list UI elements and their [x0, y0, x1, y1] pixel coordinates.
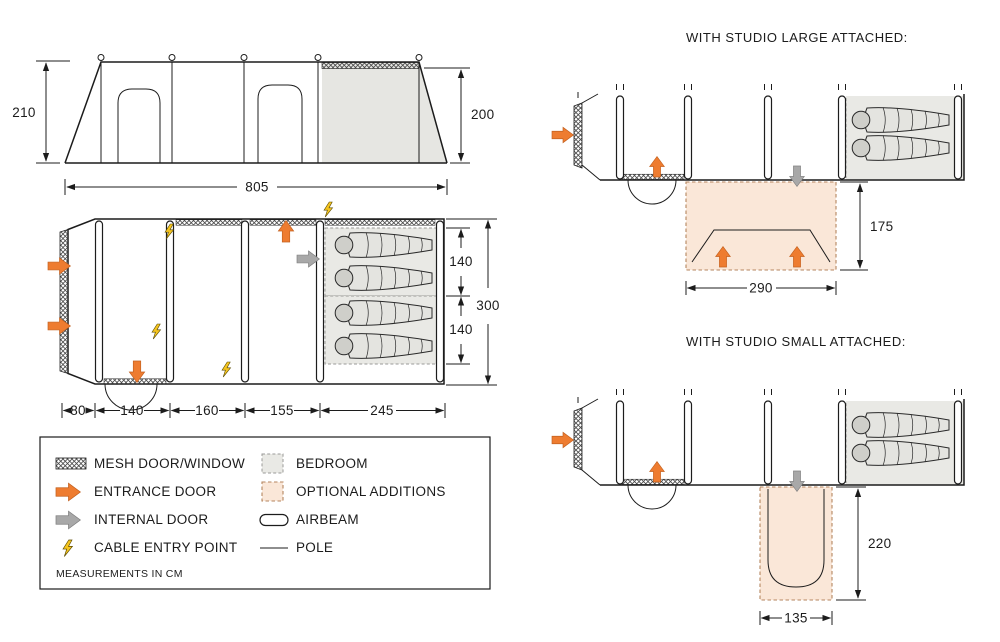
- mesh-window-strip: [621, 478, 685, 485]
- legend-label-mesh: MESH DOOR/WINDOW: [94, 456, 245, 471]
- cut-marks: [577, 84, 962, 98]
- studio-arch-line: [767, 489, 825, 588]
- front-taper-lines: [581, 93, 601, 181]
- dim-section: 140: [120, 403, 143, 418]
- mesh-window-strip: [324, 219, 436, 226]
- dim-ticks: [685, 181, 868, 295]
- studio-small-diagram: WITH STUDIO SMALL ATTACHED: 220 135: [551, 334, 965, 626]
- mesh-swatch-icon: [55, 457, 87, 470]
- studio-small-title: WITH STUDIO SMALL ATTACHED:: [686, 334, 906, 349]
- pole-lines: [100, 62, 420, 163]
- cable-entry-icon: [151, 323, 162, 340]
- entrance-door-arrow-icon: [649, 155, 665, 178]
- side-elevation-view: 210 200 805: [12, 54, 494, 195]
- entrance-door-arc: [627, 484, 677, 510]
- airbeam: [683, 400, 693, 485]
- legend-label-bedroom: BEDROOM: [296, 456, 368, 471]
- dim-section: 160: [195, 403, 218, 418]
- bedroom-swatch-icon: [261, 453, 284, 474]
- dim-bedroom-top: 140: [449, 254, 472, 269]
- mesh-window-strip: [621, 173, 685, 180]
- airbeam: [240, 220, 250, 383]
- entrance-door-arrow-icon: [551, 431, 575, 449]
- airbeam: [837, 400, 847, 485]
- tent-outline: [600, 399, 965, 486]
- entrance-door-arc: [104, 383, 158, 411]
- dim-height-right: 200: [471, 107, 494, 122]
- legend-label-internal: INTERNAL DOOR: [94, 512, 208, 527]
- mesh-front-panel: [59, 228, 69, 375]
- entrance-door-arc: [627, 179, 677, 205]
- airbeam: [615, 400, 625, 485]
- dim-length: 805: [245, 180, 268, 195]
- dim-section: 80: [70, 403, 86, 418]
- entrance-door-arrow-icon: [649, 460, 665, 483]
- dim-ticks: [759, 486, 866, 625]
- studio-large-area: [685, 181, 837, 271]
- dim-ticks: [446, 218, 497, 386]
- legend-label-pole: POLE: [296, 540, 333, 555]
- tent-outline: [600, 94, 965, 181]
- entrance-door-arrow-icon: [551, 126, 575, 144]
- airbeam: [953, 95, 963, 180]
- studio-large-diagram: WITH STUDIO LARGE ATTACHED: 175 290: [551, 30, 965, 296]
- airbeam: [953, 400, 963, 485]
- legend-note: MEASUREMENTS IN CM: [56, 568, 183, 580]
- tent-outline: [64, 61, 448, 164]
- cable-entry-icon: [323, 201, 334, 218]
- front-taper-lines: [581, 398, 601, 486]
- dim-studio-small-depth: 220: [868, 536, 891, 551]
- airbeam: [165, 220, 175, 383]
- studio-small-area: [759, 486, 833, 601]
- main-floorplan: 140 140 300 80 140 160 155 245: [47, 201, 499, 418]
- dim-ticks: [424, 67, 470, 164]
- dim-ticks: [64, 179, 448, 195]
- airbeam: [94, 220, 104, 383]
- studio-canopy-lines: [691, 229, 831, 263]
- airbeam: [315, 220, 325, 383]
- dim-bedroom-bottom: 140: [449, 322, 472, 337]
- airbeam: [763, 95, 773, 180]
- studio-large-title: WITH STUDIO LARGE ATTACHED:: [686, 30, 908, 45]
- mesh-roof-strip: [321, 62, 420, 69]
- legend-label-entrance: ENTRANCE DOOR: [94, 484, 216, 499]
- dim-ticks: [36, 60, 70, 164]
- legend-label-airbeam: AIRBEAM: [296, 512, 359, 527]
- legend-label-optional: OPTIONAL ADDITIONS: [296, 484, 446, 499]
- optional-swatch-icon: [261, 481, 284, 502]
- dim-section: 155: [270, 403, 293, 418]
- cable-entry-icon: [221, 361, 232, 378]
- airbeam: [837, 95, 847, 180]
- dim-studio-large-width: 290: [749, 281, 772, 296]
- dim-studio-small-width: 135: [784, 611, 807, 626]
- airbeam: [683, 95, 693, 180]
- airbeam: [435, 220, 445, 383]
- mesh-window-strip: [175, 219, 243, 226]
- dim-width-total: 300: [476, 298, 499, 313]
- mesh-front-panel: [573, 407, 583, 471]
- airbeam: [763, 400, 773, 485]
- cut-marks: [577, 389, 962, 403]
- pole-caps: [97, 54, 423, 61]
- dim-ticks: [61, 403, 446, 418]
- porch-section-fill: [322, 62, 447, 163]
- dim-section: 245: [370, 403, 393, 418]
- dim-height-left: 210: [12, 105, 35, 120]
- mesh-front-panel: [573, 102, 583, 169]
- window-shape: [117, 88, 161, 163]
- dim-studio-large-depth: 175: [870, 219, 893, 234]
- legend: MESH DOOR/WINDOW ENTRANCE DOOR INTERNAL …: [39, 436, 491, 590]
- airbeam-icon: [259, 513, 289, 527]
- airbeam: [615, 95, 625, 180]
- legend-label-cable: CABLE ENTRY POINT: [94, 540, 237, 555]
- window-shape: [257, 84, 303, 163]
